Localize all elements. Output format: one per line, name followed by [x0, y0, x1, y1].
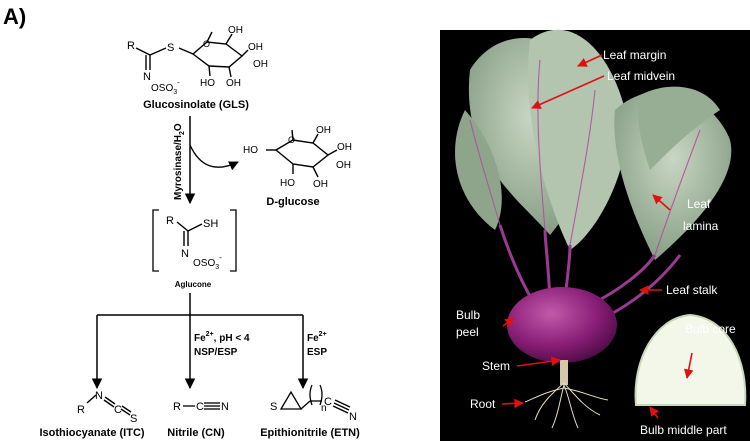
cn-name: Nitrile (CN) — [167, 427, 225, 439]
bulb — [507, 287, 617, 363]
label-bulb-core: Bulb core — [685, 322, 736, 336]
itc-name: Isothiocyanate (ITC) — [39, 427, 144, 439]
cn-structure — [183, 402, 220, 410]
itc-r: R — [77, 404, 85, 416]
label-bulb-middle-part: Bulb middle part — [640, 423, 727, 437]
panel-a-label: A) — [3, 4, 26, 29]
aglucone-r: R — [166, 215, 174, 227]
enzyme-label: Myrosinase/H2O — [173, 123, 186, 200]
leaves — [455, 29, 732, 260]
gls-ring-o: O — [203, 39, 210, 49]
cn-r: R — [173, 401, 181, 413]
label-leaf-lamina-2: lamina — [683, 219, 719, 233]
label-leaf-margin: Leaf margin — [603, 48, 666, 62]
gls-s: S — [167, 42, 174, 54]
itc-s: S — [130, 413, 137, 425]
condition-etn: Fe2+ — [307, 331, 327, 344]
label-leaf-stalk: Leaf stalk — [666, 283, 718, 297]
aglucone-n: N — [181, 248, 189, 260]
d-glucose-name: D-glucose — [266, 196, 319, 208]
gls-r: R — [127, 40, 135, 52]
condition-cn-enzyme: NSP/ESP — [194, 347, 238, 358]
label-root: Root — [470, 397, 496, 411]
glucose-oh-1: OH — [316, 125, 331, 136]
label-stem: Stem — [482, 359, 510, 373]
glucose-ring-o: O — [288, 135, 295, 145]
cn-c: C — [196, 401, 204, 413]
gls-n: N — [143, 71, 151, 83]
itc-c: C — [114, 404, 122, 416]
label-bulb-peel-1: Bulb — [456, 308, 480, 322]
label-leaf-midvein: Leaf midvein — [607, 69, 675, 83]
itc-n: N — [95, 390, 103, 402]
gls-ho: HO — [200, 78, 215, 89]
aglucone-brackets — [152, 209, 237, 272]
gls-oh-2: OH — [248, 42, 263, 53]
label-bulb-peel-2: peel — [456, 325, 479, 339]
etn-n-subscript: n — [321, 403, 327, 414]
panel-a-reaction-scheme: A) R S N OSO3- O OH OH HO OH OH Glucosin… — [3, 4, 360, 439]
label-arrows — [501, 54, 694, 419]
aglucone-sh: SH — [203, 218, 218, 230]
glucose-ho-1: HO — [243, 145, 258, 156]
glucose-release-arrow — [189, 144, 239, 171]
label-leaf-lamina-1: Leaf — [687, 197, 711, 211]
glucose-oh-4: OH — [336, 160, 351, 171]
gls-name: Glucosinolate (GLS) — [143, 99, 249, 111]
glucose-oh-2: OH — [337, 142, 352, 153]
aglucone-oso3: OSO3- — [193, 253, 222, 271]
itc-structure — [86, 394, 132, 416]
etn-name: Epithionitrile (ETN) — [260, 427, 360, 439]
cn-n: N — [221, 401, 229, 413]
stem — [560, 360, 568, 385]
etn-structure — [279, 384, 351, 414]
glucose-ho-2: HO — [280, 178, 295, 189]
etn-c: C — [324, 396, 332, 408]
panel-b-kohlrabi-photo: B) — [440, 29, 750, 441]
branch-arrows — [91, 293, 309, 390]
etn-s: S — [270, 401, 277, 413]
glucose-oh-3: OH — [313, 179, 328, 190]
roots — [524, 382, 609, 429]
aglucone-name: Aglucone — [175, 280, 212, 289]
d-glucose-structure — [266, 129, 338, 178]
condition-etn-enzyme: ESP — [307, 347, 327, 358]
aglucone-structure — [176, 221, 203, 246]
glucosinolate-structure — [135, 31, 249, 78]
condition-cn: Fe2+, pH < 4 — [194, 331, 250, 344]
gls-oso3: OSO3- — [151, 78, 180, 96]
etn-n: N — [349, 411, 357, 423]
gls-oh-4: OH — [253, 59, 268, 70]
gls-oh-1: OH — [228, 25, 243, 36]
gls-oh-3: OH — [226, 78, 241, 89]
